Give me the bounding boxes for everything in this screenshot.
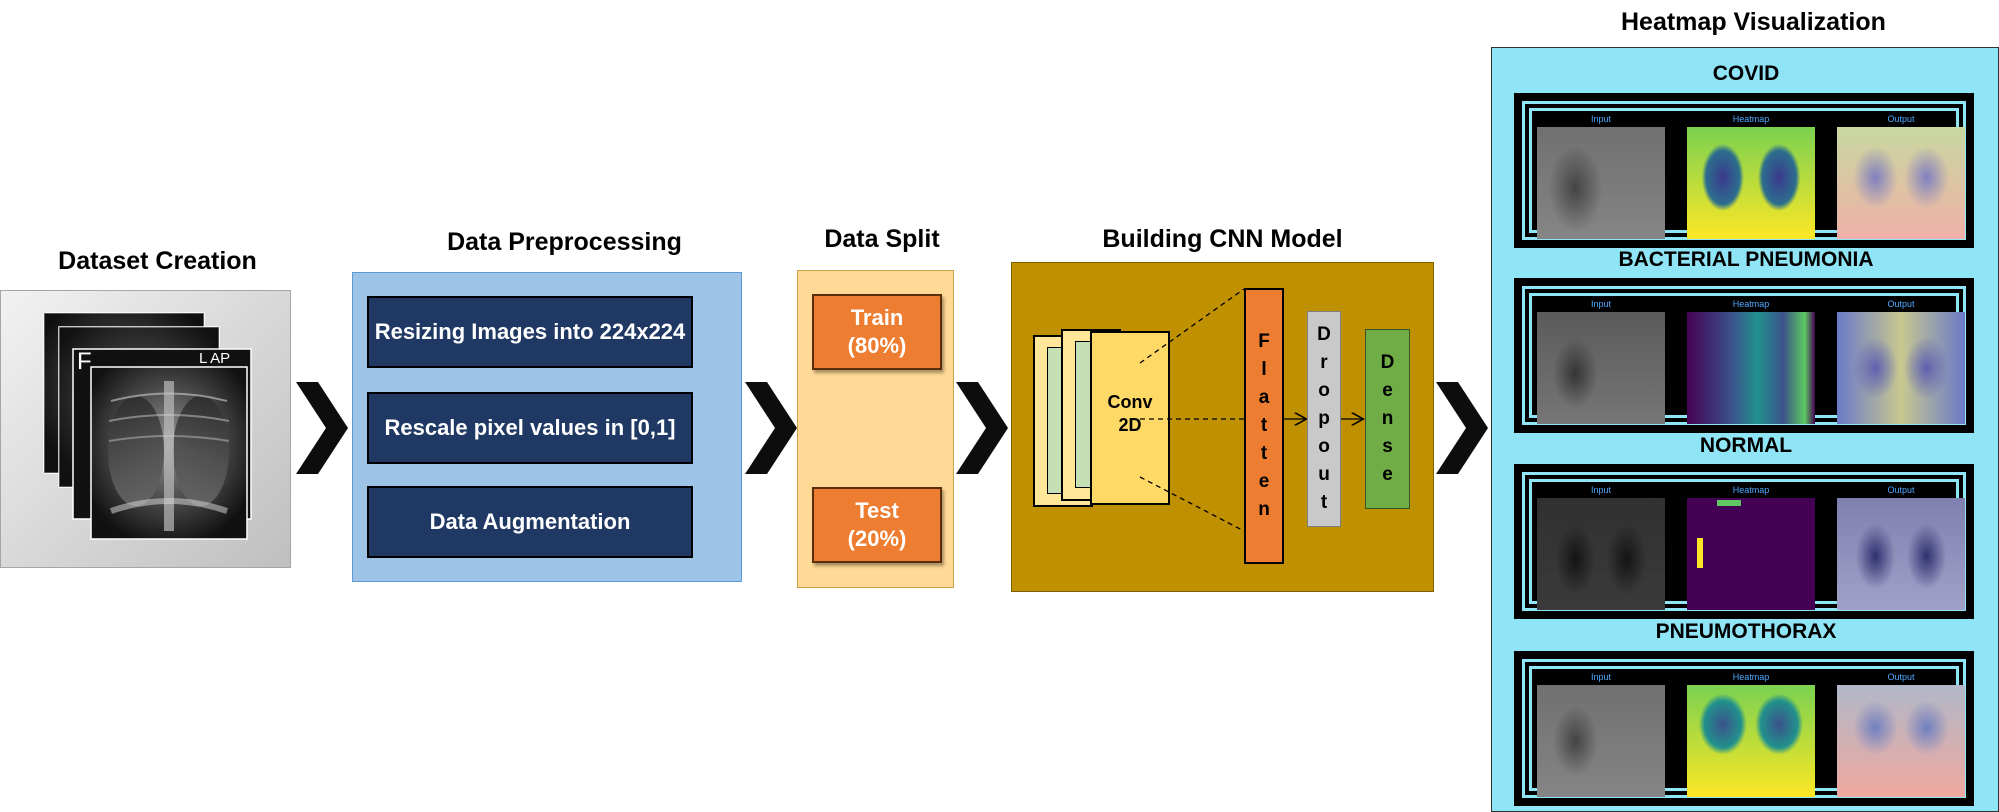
bacterial-input-xray bbox=[1537, 312, 1665, 424]
caption-output: Output bbox=[1887, 485, 1915, 495]
caption-heatmap: Heatmap bbox=[1732, 485, 1770, 495]
heatmap-row-covid: Input Heatmap Output bbox=[1514, 93, 1974, 248]
category-title-bacterial-pneumonia: BACTERIAL PNEUMONIA bbox=[1618, 248, 1874, 271]
chevron-arrow-icon bbox=[296, 382, 348, 474]
caption-input: Input bbox=[1590, 299, 1612, 309]
caption-heatmap: Heatmap bbox=[1732, 672, 1770, 682]
preprocess-step-resize: Resizing Images into 224x224 bbox=[367, 296, 693, 368]
heatmap-row-pneumothorax: Input Heatmap Output bbox=[1514, 651, 1974, 806]
preprocess-step-augmentation: Data Augmentation bbox=[367, 486, 693, 558]
caption-output: Output bbox=[1887, 299, 1915, 309]
chevron-arrow-icon bbox=[956, 382, 1008, 474]
preprocessing-panel: Resizing Images into 224x224 Rescale pix… bbox=[352, 272, 742, 582]
split-panel: Train (80%) Test (20%) bbox=[797, 270, 954, 588]
test-label: Test bbox=[855, 498, 899, 523]
bacterial-output-overlay bbox=[1837, 312, 1965, 424]
dataset-panel: F L AP bbox=[0, 290, 291, 568]
xray-marker-f: F bbox=[77, 348, 92, 375]
train-split-box: Train (80%) bbox=[812, 294, 942, 370]
xray-marker-lap: L AP bbox=[199, 350, 230, 367]
train-label: Train bbox=[850, 305, 904, 330]
heatmap-row-bacterial-pneumonia: Input Heatmap Output bbox=[1514, 278, 1974, 433]
category-title-normal: NORMAL bbox=[1699, 434, 1793, 457]
covid-heatmap bbox=[1687, 127, 1815, 239]
caption-heatmap: Heatmap bbox=[1732, 299, 1770, 309]
conv-sublabel: 2D bbox=[1118, 415, 1142, 435]
xray-stack-illustration: F L AP bbox=[43, 312, 252, 540]
pneumothorax-heatmap bbox=[1687, 685, 1815, 797]
normal-output-overlay bbox=[1837, 498, 1965, 610]
conv2d-layer: Conv 2D bbox=[1090, 331, 1170, 505]
heatmap-panel: COVID Input Heatmap Output BACTERIAL PNE… bbox=[1491, 47, 1999, 812]
caption-output: Output bbox=[1887, 672, 1915, 682]
test-percentage: (20%) bbox=[847, 526, 907, 551]
normal-heatmap bbox=[1687, 498, 1815, 610]
cnn-title: Building CNN Model bbox=[1102, 225, 1343, 253]
test-split-box: Test (20%) bbox=[812, 487, 942, 563]
xray-sheet-front bbox=[90, 366, 248, 540]
heatmap-row-normal: Input Heatmap Output bbox=[1514, 464, 1974, 619]
covid-input-xray bbox=[1537, 127, 1665, 239]
category-title-covid: COVID bbox=[1712, 62, 1780, 85]
cnn-connectors bbox=[1139, 288, 1435, 532]
caption-output: Output bbox=[1887, 114, 1915, 124]
train-percentage: (80%) bbox=[847, 333, 907, 358]
caption-input: Input bbox=[1590, 672, 1612, 682]
preprocessing-title: Data Preprocessing bbox=[447, 228, 682, 256]
heatmap-title: Heatmap Visualization bbox=[1621, 8, 1886, 36]
chevron-arrow-icon bbox=[1436, 382, 1488, 474]
chevron-arrow-icon bbox=[745, 382, 797, 474]
caption-input: Input bbox=[1590, 485, 1612, 495]
caption-input: Input bbox=[1590, 114, 1612, 124]
dataset-title: Dataset Creation bbox=[58, 247, 257, 275]
pneumothorax-output-overlay bbox=[1837, 685, 1965, 797]
caption-heatmap: Heatmap bbox=[1732, 114, 1770, 124]
bacterial-heatmap bbox=[1687, 312, 1815, 424]
pneumothorax-input-xray bbox=[1537, 685, 1665, 797]
normal-input-xray bbox=[1537, 498, 1665, 610]
split-title: Data Split bbox=[824, 225, 940, 253]
category-title-pneumothorax: PNEUMOTHORAX bbox=[1655, 620, 1837, 643]
covid-output-overlay bbox=[1837, 127, 1965, 239]
preprocess-step-rescale: Rescale pixel values in [0,1] bbox=[367, 392, 693, 464]
conv-label: Conv bbox=[1107, 392, 1153, 412]
